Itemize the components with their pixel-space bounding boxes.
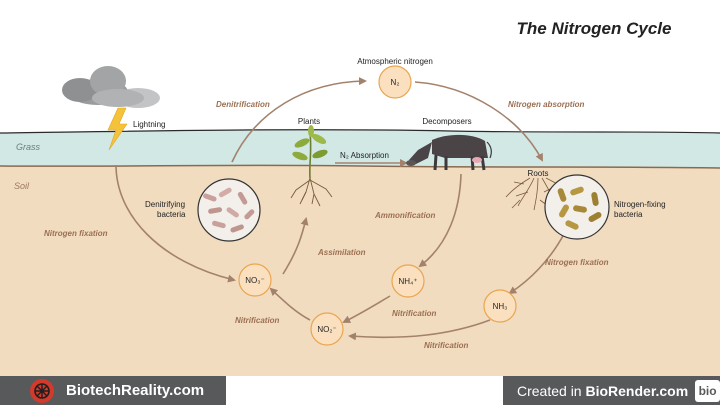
nitrogen-fixation-label-left: Nitrogen fixation [44, 229, 108, 238]
nitrogen-fixing-bacteria-icon [544, 174, 610, 240]
n2-label: N₂ [391, 78, 400, 87]
grass-layer [0, 129, 720, 168]
ammonification-arrow [418, 173, 462, 268]
credit-prefix: Created in [517, 382, 586, 399]
nh3-label: NH₃ [493, 302, 508, 311]
nitrification-arrow-nh4-no2 [342, 295, 391, 323]
nitrogen-fixation-label-right: Nitrogen fixation [545, 258, 609, 267]
roots-label: Roots [528, 169, 549, 178]
nitrification-label-2: Nitrification [392, 309, 437, 318]
decomposers-label: Decomposers [422, 117, 471, 126]
no3-label: NO₃⁻ [245, 276, 264, 285]
soil-layer [0, 165, 720, 376]
atmospheric-nitrogen-label: Atmospheric nitrogen [357, 57, 433, 66]
biorender-footer: Created in BioRender.com bio [503, 376, 720, 405]
nitrogen-fixation-arrow-right [508, 233, 565, 295]
grass-label: Grass [16, 142, 41, 152]
biotechreality-footer: BiotechReality.com [0, 376, 226, 405]
plants-label: Plants [298, 117, 320, 126]
nitrogen-absorption-arrow [414, 81, 543, 162]
denitrifying-bacteria-icon [197, 178, 261, 242]
denitrification-arrow [231, 77, 367, 163]
n2-node: N₂ [378, 65, 412, 99]
lightning-bolt-icon [107, 107, 128, 151]
no2-label: NO₂⁻ [317, 325, 336, 334]
nh3-node: NH₃ [483, 289, 517, 323]
denitrification-label: Denitrification [216, 100, 270, 109]
assimilation-label: Assimilation [317, 248, 366, 257]
nitrification-label-1: Nitrification [235, 316, 280, 325]
cloud-icon [62, 66, 160, 108]
denitrifying-bacteria-label-line1: Denitrifying [145, 200, 185, 209]
nitrification-arrow-no2-no3 [269, 287, 311, 321]
plant-icon [292, 125, 328, 179]
lightning-label: Lightning [133, 120, 165, 129]
denitrifying-bacteria-label-line2: bacteria [157, 210, 186, 219]
biorender-credit[interactable]: Created in BioRender.com [517, 383, 688, 399]
plant-roots-icon [290, 177, 333, 207]
n2-absorption-label: N₂ Absorption [340, 151, 389, 160]
nitrogen-fixing-bacteria-label-line1: Nitrogen-fixing [614, 200, 666, 209]
assimilation-arrow [282, 217, 309, 275]
no3-node: NO₃⁻ [238, 263, 272, 297]
nitrogen-fixing-bacteria-label-line2: bacteria [614, 210, 643, 219]
nitrification-label-3: Nitrification [424, 341, 469, 350]
biotechreality-logo-icon [30, 378, 54, 403]
diagram-title: The Nitrogen Cycle [517, 19, 672, 38]
biorender-logo-icon: bio [695, 379, 720, 402]
nh4-node: NH₄⁺ [391, 264, 425, 298]
no2-node: NO₂⁻ [310, 312, 344, 346]
biotechreality-link[interactable]: BiotechReality.com [66, 382, 205, 399]
cow-icon [406, 134, 492, 171]
nitrogen-absorption-label: Nitrogen absorption [508, 100, 585, 109]
ammonification-label: Ammonification [374, 211, 436, 220]
nitrogen-fixation-arrow-left [115, 164, 236, 283]
credit-brand: BioRender.com [585, 382, 689, 399]
soil-label: Soil [14, 181, 30, 191]
nitrification-arrow-nh3-no2 [348, 319, 491, 341]
nh4-label: NH₄⁺ [398, 277, 417, 286]
